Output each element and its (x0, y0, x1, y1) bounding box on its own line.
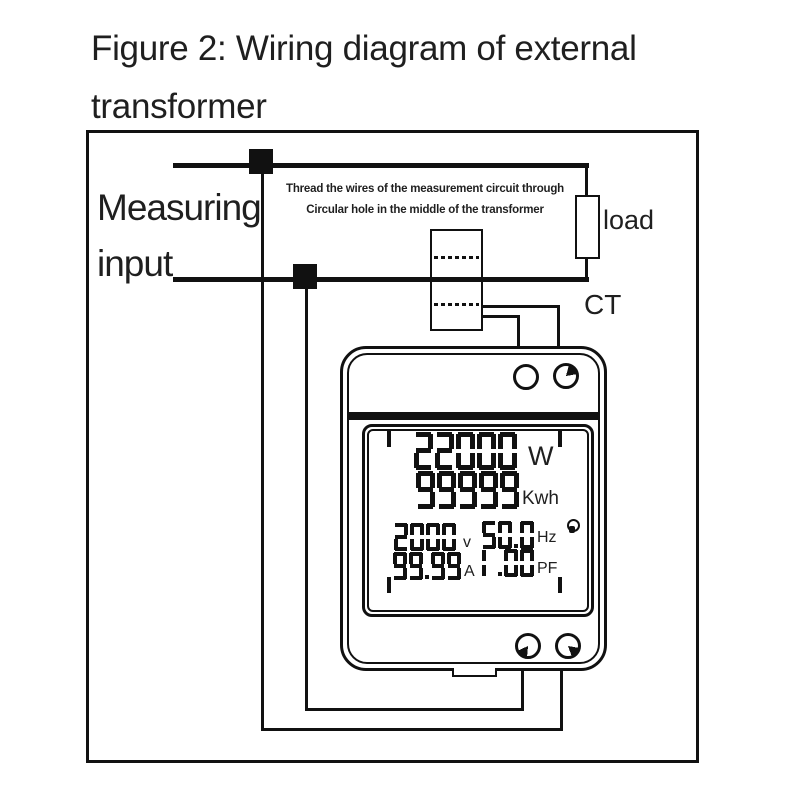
lcd-power-value (414, 432, 517, 470)
sense-wire-right-vertical (305, 288, 308, 711)
instruction-note: Thread the wires of the measurement circ… (263, 179, 587, 221)
meter-bottom-wire-left (521, 670, 524, 711)
measuring-input-label-line1: Measuring (97, 187, 262, 228)
figure-title: Figure 2: Wiring diagram of external tra… (91, 20, 731, 136)
current-transformer (430, 229, 483, 331)
load-label: load (603, 205, 655, 235)
transformer-winding-dash-bottom (434, 303, 479, 306)
lcd-power-unit: W (528, 441, 554, 471)
lcd-current-value (393, 552, 461, 580)
load-resistor (575, 195, 600, 259)
ct-secondary-wire-a-vertical (557, 305, 560, 347)
transformer-winding-dash-top (434, 256, 479, 259)
load-wire-top (585, 166, 588, 195)
phase-wire-top (173, 163, 589, 168)
measuring-input-label-line2: input (97, 243, 173, 284)
lcd-frequency-unit: Hz (537, 529, 557, 546)
indicator-icon (566, 519, 580, 535)
energy-meter: W Kwh v Hz A PF (340, 346, 607, 671)
panel-clip-bottom-right (558, 577, 562, 593)
lcd-power-factor-value (482, 549, 534, 577)
sense-wire-left-vertical (261, 173, 264, 731)
instruction-line2: Circular hole in the middle of the trans… (306, 204, 544, 216)
ct-secondary-wire-b-vertical (517, 315, 520, 347)
terminal-screw-top-left (513, 364, 539, 390)
din-rail-tab (452, 668, 497, 677)
junction-node-top (249, 149, 273, 174)
lcd-voltage-unit: v (463, 534, 471, 551)
sense-wire-horizontal-upper (305, 708, 524, 711)
ct-label: CT (584, 289, 622, 320)
ct-secondary-wire-a-horizontal (481, 305, 560, 308)
lcd-current-unit: A (464, 563, 475, 580)
sense-wire-horizontal-lower (261, 728, 563, 731)
load-wire-bottom (585, 259, 588, 279)
panel-clip-bottom-left (387, 577, 391, 593)
panel-clip-top-right (558, 431, 562, 447)
lcd-energy-unit: Kwh (522, 488, 559, 509)
junction-node-bottom (293, 264, 317, 289)
phase-wire-bottom (173, 277, 589, 282)
lcd-power-factor-unit: PF (537, 560, 558, 577)
instruction-line1: Thread the wires of the measurement circ… (286, 183, 564, 195)
terminal-screw-bottom-right (555, 633, 581, 659)
terminal-screw-top-right (553, 363, 579, 389)
meter-inner-outline (347, 353, 600, 664)
lcd-voltage-value (394, 523, 456, 551)
meter-bottom-wire-right (560, 670, 563, 731)
ct-secondary-wire-b-horizontal (481, 315, 520, 318)
terminal-screw-bottom-left (515, 633, 541, 659)
lcd-energy-value (416, 471, 519, 509)
lcd-frequency-value (482, 521, 534, 549)
figure-title-line2: transformer (91, 87, 267, 126)
figure-title-line1: Figure 2: Wiring diagram of external (91, 29, 637, 68)
panel-clip-top-left (387, 431, 391, 447)
meter-divider-band (347, 412, 600, 420)
diagram-frame: Measuring input Thread the wires of the … (86, 130, 699, 763)
